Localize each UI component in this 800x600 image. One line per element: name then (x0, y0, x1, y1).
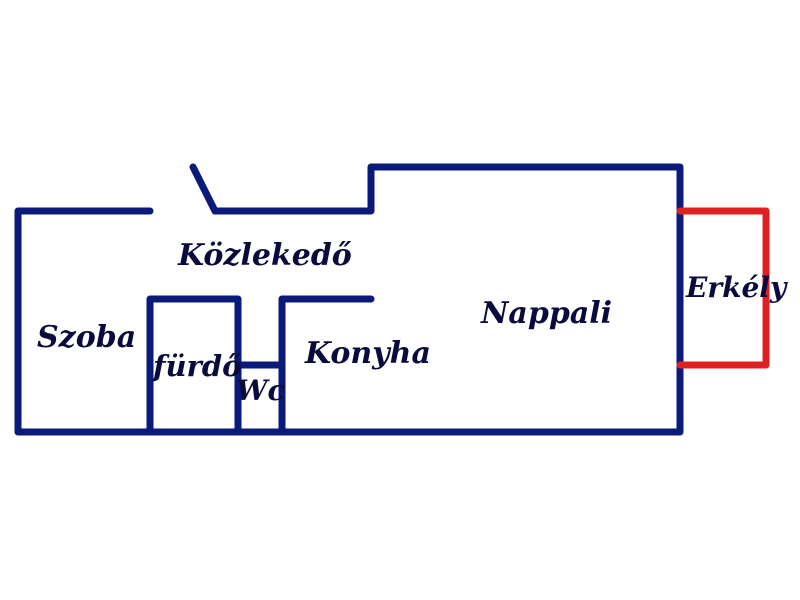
room-label-wc: Wc (236, 374, 285, 407)
room-label-nappali: Nappali (480, 296, 612, 331)
wall-outer-left (14, 163, 684, 436)
room-label-furdo: fürdő (151, 349, 241, 383)
room-label-szoba: Szoba (37, 320, 136, 355)
room-label-konyha: Konyha (304, 336, 431, 371)
wall-kitchen (278, 295, 375, 436)
balcony-outline (676, 207, 770, 369)
walls (14, 163, 684, 436)
room-label-kozlekedo: Közlekedő (177, 238, 352, 273)
room-label-erkely: Erkély (685, 271, 788, 304)
